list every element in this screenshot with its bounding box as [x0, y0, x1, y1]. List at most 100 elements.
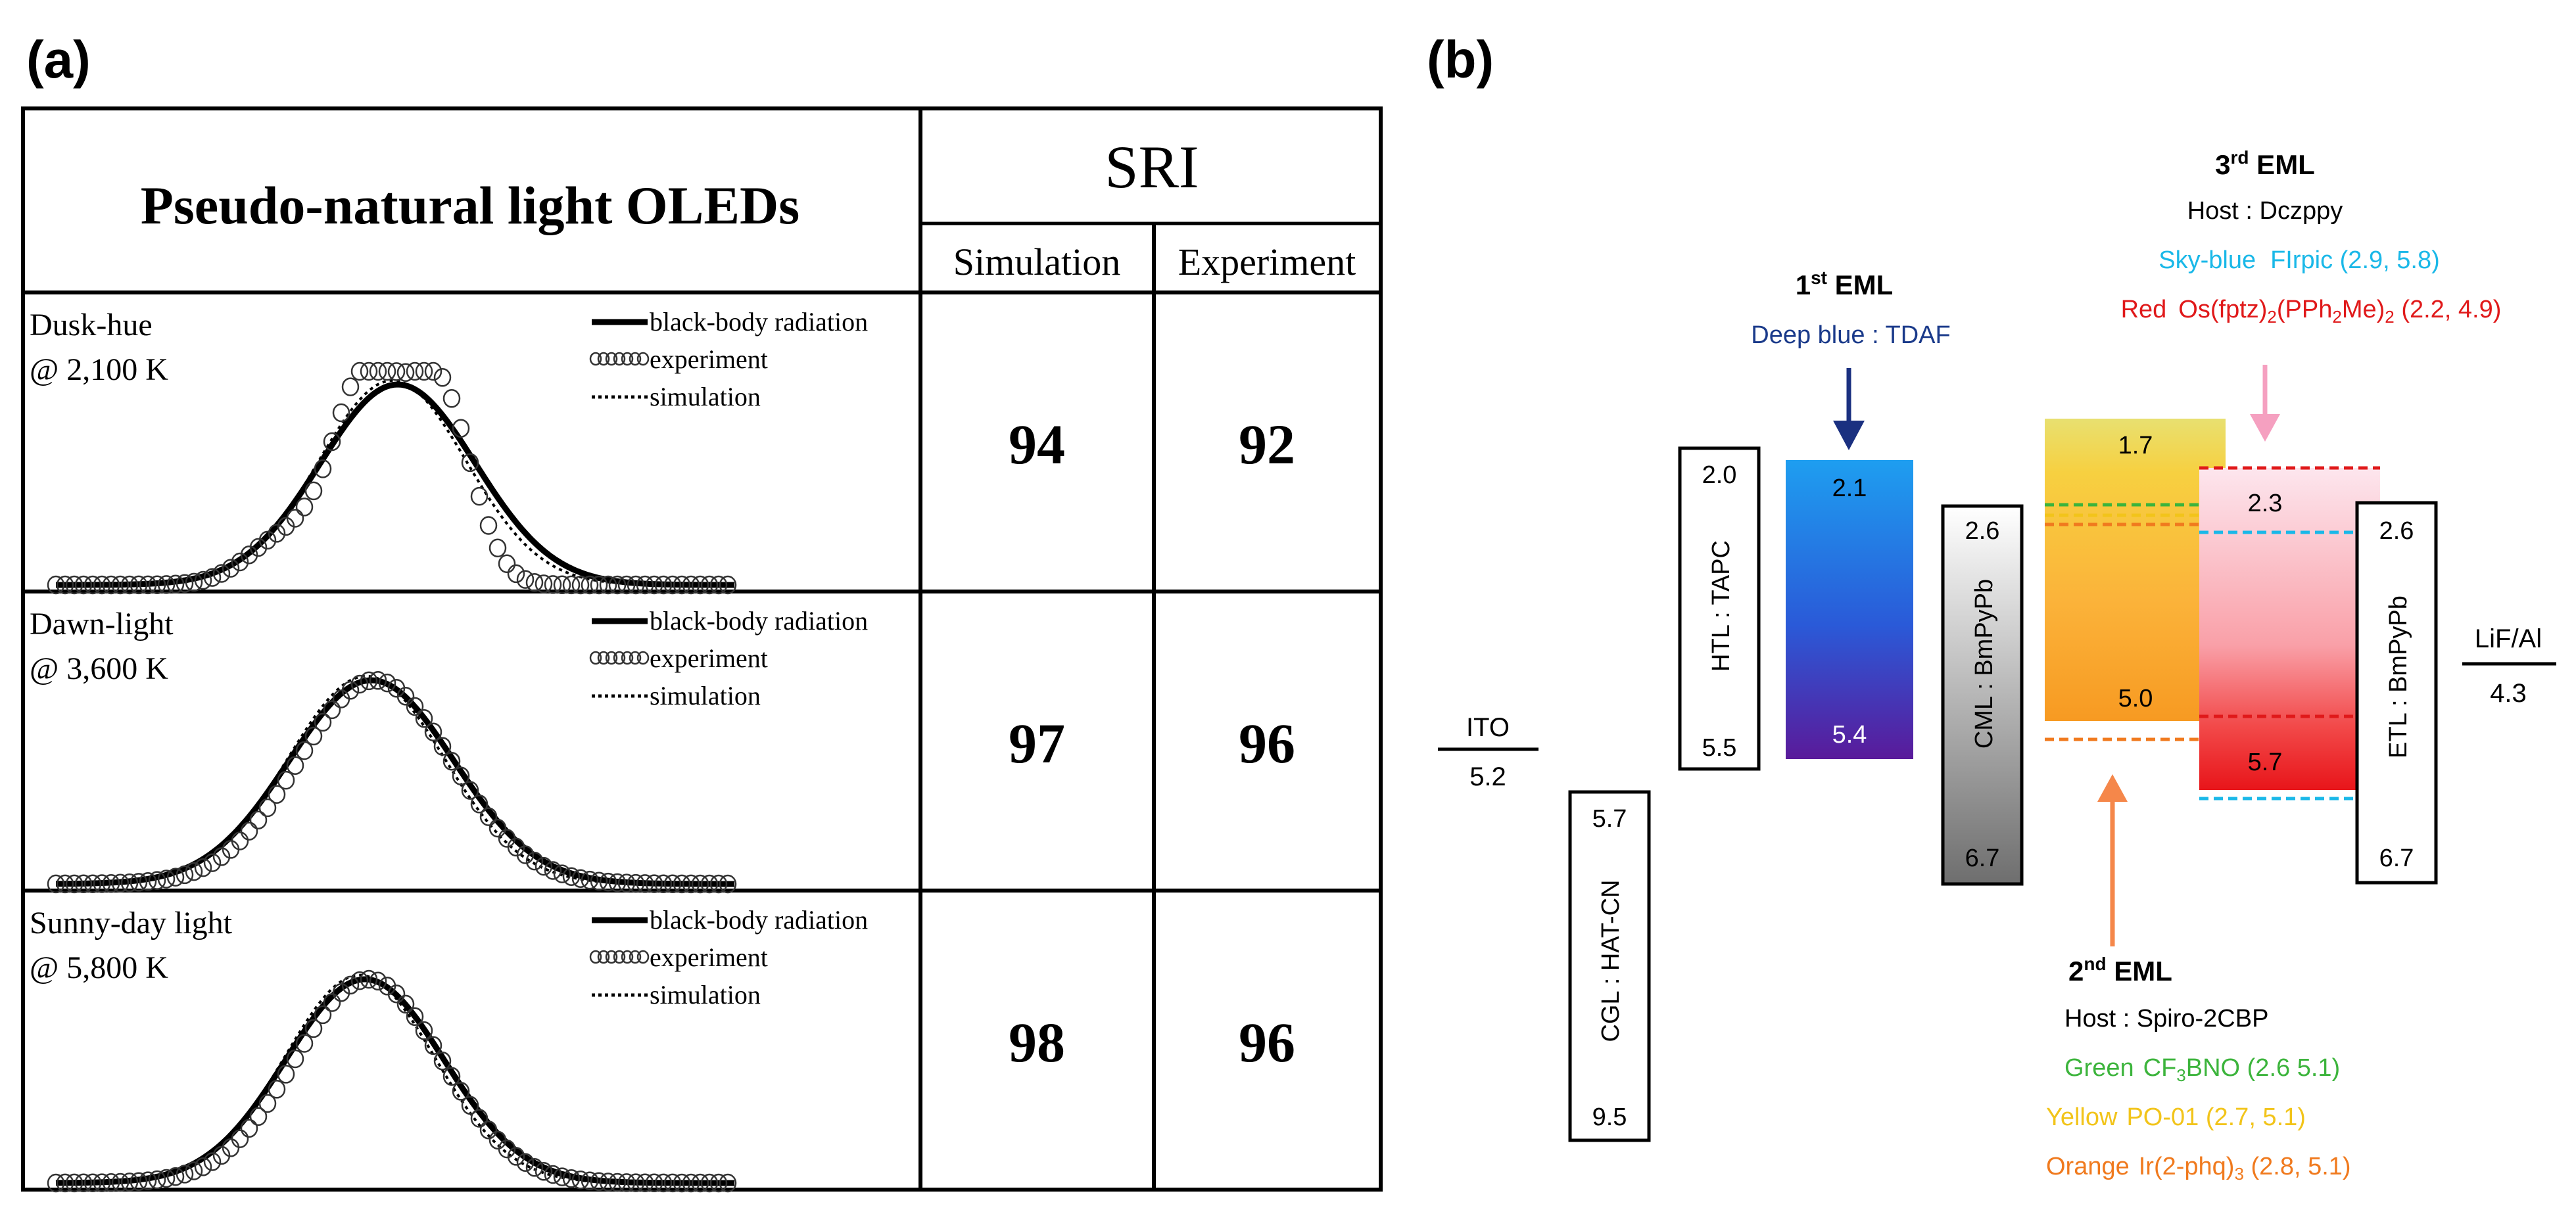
experiment-point — [544, 575, 562, 594]
experiment-point — [120, 575, 139, 595]
experiment-point — [424, 722, 442, 741]
experiment-point — [645, 874, 663, 893]
eml2-title-rest: EML — [2107, 956, 2172, 987]
experiment-point — [350, 674, 369, 694]
experiment-point — [341, 681, 360, 700]
skyblue-value: FIrpic (2.9, 5.8) — [2270, 246, 2440, 274]
experiment-point — [581, 1171, 599, 1191]
experiment-point — [139, 871, 157, 891]
experiment-point — [93, 1173, 111, 1192]
experiment-point — [406, 1007, 424, 1027]
plot-legend: black-body radiation experiment simulati… — [589, 905, 868, 1010]
experiment-point — [571, 869, 590, 888]
eml3-arrow — [2250, 365, 2280, 442]
etl-box — [2355, 501, 2438, 885]
experiment-point — [691, 1173, 709, 1193]
experiment-point — [663, 575, 682, 595]
table-header-experiment: Experiment — [1178, 241, 1356, 283]
experiment-point — [406, 361, 424, 381]
experiment-point — [470, 795, 489, 814]
experiment-point — [157, 575, 176, 594]
experiment-point — [148, 1170, 166, 1190]
experiment-point — [295, 498, 314, 517]
experiment-point — [581, 575, 599, 595]
sri-experiment-value: 96 — [1239, 1011, 1295, 1074]
experiment-point — [452, 419, 470, 438]
experiment-point — [461, 781, 479, 800]
eml1-title-number: 1 — [1796, 269, 1811, 300]
plot-legend: black-body radiation experiment simulati… — [589, 606, 868, 710]
yellow-value: PO-01 (2.7, 5.1) — [2126, 1103, 2305, 1131]
experiment-point — [590, 575, 608, 595]
legend-experiment-circle — [597, 651, 610, 665]
experiment-point — [120, 1173, 139, 1192]
experiment-point — [268, 1080, 286, 1099]
experiment-point — [516, 1153, 535, 1172]
legend-experiment-circle — [629, 950, 642, 964]
green-label: Green — [2064, 1054, 2134, 1082]
eml2-host: Host : Spiro-2CBP — [2064, 1005, 2268, 1033]
red-label: Red — [2121, 296, 2167, 323]
legend-exp-marker — [589, 950, 650, 964]
experiment-point — [617, 575, 636, 595]
table-header-simulation: Simulation — [953, 241, 1121, 283]
table-header-sri: SRI — [1105, 133, 1199, 200]
eml3-title-sup: rd — [2231, 147, 2249, 168]
plot-legend: black-body radiation experiment simulati… — [589, 307, 868, 411]
experiment-point — [194, 570, 212, 590]
experiment-point — [93, 575, 111, 595]
experiment-point — [654, 874, 673, 894]
blackbody-curve — [55, 976, 734, 1186]
experiment-point — [295, 741, 314, 760]
legend-experiment-circle — [621, 950, 634, 964]
panel-b: (b) ITO 5.2 5.7 CGL : HAT-CN 9.5 2.0 HTL… — [1427, 30, 2556, 1184]
experiment-point — [544, 861, 562, 880]
eml2-title-number: 2 — [2068, 956, 2084, 987]
experiment-point — [176, 1165, 194, 1184]
legend-sim-label: simulation — [650, 681, 761, 710]
experiment-point — [525, 572, 544, 592]
experiment-point — [433, 737, 452, 756]
experiment-point — [304, 481, 323, 501]
red-formula-mid: (PPh — [2277, 296, 2332, 323]
experiment-point — [645, 575, 663, 595]
experiment-point — [74, 874, 93, 894]
experiment-point — [304, 1019, 323, 1038]
experiment-point — [314, 1005, 332, 1025]
experiment-point — [295, 1034, 314, 1053]
etl-bottom-value: 6.7 — [2379, 845, 2414, 872]
eml1-bar — [1786, 460, 1913, 759]
table-outer-border — [21, 106, 1383, 1192]
legend-experiment-circle — [613, 651, 626, 665]
table-row: Dusk-hue @ 2,100 K black-body radiation … — [30, 307, 1295, 595]
cml-layer: 2.6 CML : BmPyPb 6.7 — [1941, 504, 2024, 886]
experiment-point — [166, 574, 185, 594]
experiment-point — [341, 975, 360, 995]
eml2-arrow — [2097, 774, 2128, 946]
experiment-point — [433, 368, 452, 387]
experiment-point — [231, 552, 249, 572]
eml1-title-rest: EML — [1827, 269, 1893, 300]
experiment-point — [719, 1173, 737, 1193]
cml-bottom-value: 6.7 — [1965, 845, 2000, 872]
experiment-point — [74, 575, 93, 595]
experiment-point — [424, 1036, 442, 1056]
experiment-point — [682, 575, 700, 595]
experiment-point — [369, 361, 387, 381]
experiment-point — [396, 994, 415, 1014]
eml1-bottom-value: 5.4 — [1832, 721, 1867, 749]
experiment-point — [148, 575, 166, 594]
experiment-point — [314, 459, 332, 478]
legend-sim-label: simulation — [650, 382, 761, 411]
experiment-point — [378, 361, 396, 381]
sri-table — [21, 106, 1383, 1192]
legend-experiment-circle — [613, 352, 626, 366]
experiment-point — [535, 574, 553, 593]
experiment-point — [479, 516, 498, 535]
blackbody-curve — [56, 677, 734, 887]
experiment-point — [378, 673, 396, 693]
legend-experiment-circle — [621, 651, 634, 665]
table-row: Sunny-day light @ 5,800 K black-body rad… — [30, 905, 1295, 1193]
